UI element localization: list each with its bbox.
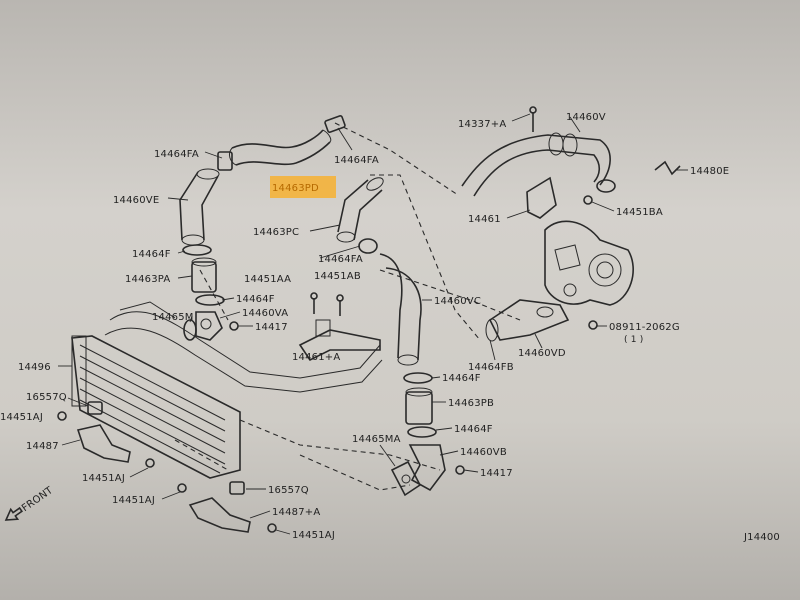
label-14464FA-center: 14464FA: [318, 254, 363, 265]
front-indicator: FRONT: [4, 485, 56, 521]
label-14496: 14496: [18, 362, 51, 373]
label-14464F-center-lower: 14464F: [454, 424, 493, 435]
label-14464F-left-lower: 14464F: [236, 294, 275, 305]
label-14460VA: 14460VA: [242, 308, 288, 319]
pipe-14460VA[interactable]: [195, 311, 223, 341]
label-14451AJ-left: 14451AJ: [0, 412, 43, 423]
sleeve-14463PB[interactable]: [405, 387, 433, 425]
hose-14463PC[interactable]: [336, 175, 385, 243]
label-14465M: 14465M: [152, 312, 194, 323]
label-14417-lower: 14417: [480, 468, 513, 479]
label-14460V: 14460V: [566, 112, 606, 123]
label-08911-2062G: 08911-2062G: [609, 322, 680, 333]
leader-lines: [58, 113, 688, 535]
gasket-14465M[interactable]: [183, 319, 197, 341]
label-16557Q-left: 16557Q: [26, 392, 67, 403]
label-14463PB: 14463PB: [448, 398, 494, 409]
clamp-14464F-left[interactable]: [182, 244, 212, 256]
frame-member: [104, 301, 383, 393]
hose-14463PD[interactable]: [228, 129, 332, 166]
label-14451AJ-bottom-right: 14451AJ: [292, 530, 335, 541]
clamp-14464FA-center[interactable]: [358, 238, 378, 254]
bracket-14461A[interactable]: [298, 319, 381, 362]
label-14465MA: 14465MA: [352, 434, 401, 445]
label-16557Q-lower: 16557Q: [268, 485, 309, 496]
bolt-14451BA[interactable]: [583, 195, 593, 205]
mount-16557Q-lower[interactable]: [229, 481, 245, 495]
figure-code: J14400: [743, 532, 780, 543]
sleeve-14463PA[interactable]: [191, 257, 217, 293]
nut-08911[interactable]: [588, 320, 598, 330]
bolt-14337A[interactable]: [529, 106, 537, 132]
label-14464F-center-upper: 14464F: [442, 373, 481, 384]
pipe-14460VD[interactable]: [485, 299, 570, 342]
bolt-14451AA[interactable]: [310, 292, 318, 314]
hose-14460VE[interactable]: [179, 168, 220, 246]
label-14464FB: 14464FB: [468, 362, 514, 373]
pipe-14460VB[interactable]: [408, 444, 446, 492]
label-14460VB: 14460VB: [460, 447, 507, 458]
gasket-14465MA[interactable]: [390, 460, 422, 497]
intercooler-14496[interactable]: [71, 335, 241, 479]
label-14461: 14461: [468, 214, 501, 225]
label-14487A: 14487+A: [272, 507, 320, 518]
label-14464F-left: 14464F: [132, 249, 171, 260]
clamp-14464F-center-lower[interactable]: [407, 426, 437, 438]
bracket-14487[interactable]: [76, 424, 131, 463]
label-14463PA: 14463PA: [125, 274, 170, 285]
hose-14460VC[interactable]: [379, 253, 422, 366]
label-14464FA-upper: 14464FA: [334, 155, 379, 166]
label-14460VC: 14460VC: [434, 296, 481, 307]
highlight-14463PD: [270, 176, 336, 198]
clamp-14464FA-left[interactable]: [217, 151, 233, 171]
mount-16557Q-left[interactable]: [87, 401, 103, 415]
clamp-14464F-left-lower[interactable]: [195, 294, 225, 306]
label-14461A: 14461+A: [292, 352, 340, 363]
pipe-14460V[interactable]: [461, 132, 611, 197]
label-14480E: 14480E: [690, 166, 729, 177]
label-14451AJ-bottom: 14451AJ: [112, 495, 155, 506]
bolt-14417-left[interactable]: [229, 321, 239, 331]
clamp-14480E[interactable]: [654, 160, 681, 176]
label-14451BA: 14451BA: [616, 207, 663, 218]
label-14463PC: 14463PC: [253, 227, 299, 238]
clamp-14464FA-upper[interactable]: [324, 115, 346, 133]
label-14337A: 14337+A: [458, 119, 506, 130]
bolt-14451AJ-lower-left[interactable]: [145, 458, 155, 468]
front-arrow-icon: [4, 506, 24, 521]
clamp-14464F-center-upper[interactable]: [403, 372, 433, 384]
label-14451AA: 14451AA: [244, 274, 291, 285]
bolt-14451AB[interactable]: [336, 294, 344, 316]
front-label: FRONT: [20, 485, 56, 515]
label-14463PD: 14463PD: [272, 183, 319, 194]
bolt-14451AJ-bottom[interactable]: [177, 483, 187, 493]
label-08911-qty: ( 1 ): [624, 335, 643, 345]
clamp-ring-14460V[interactable]: [596, 179, 616, 193]
turbocharger[interactable]: [544, 220, 634, 306]
label-14460VD: 14460VD: [518, 348, 566, 359]
label-14487: 14487: [26, 441, 59, 452]
bracket-14461[interactable]: [526, 176, 557, 219]
label-14451AJ-lower-left: 14451AJ: [82, 473, 125, 484]
label-14464FA-left: 14464FA: [154, 149, 199, 160]
label-14451AB: 14451AB: [314, 271, 361, 282]
bolt-14417-lower[interactable]: [455, 465, 465, 475]
part-labels: 14337+A 14460V 14464FA 14464FA 14463PD 1…: [0, 112, 780, 543]
label-14417-left: 14417: [255, 322, 288, 333]
bracket-14487A[interactable]: [188, 497, 251, 533]
bolt-14451AJ-left[interactable]: [57, 411, 67, 421]
bolt-14451AJ-bottom-right[interactable]: [267, 523, 277, 533]
label-14460VE: 14460VE: [113, 195, 159, 206]
